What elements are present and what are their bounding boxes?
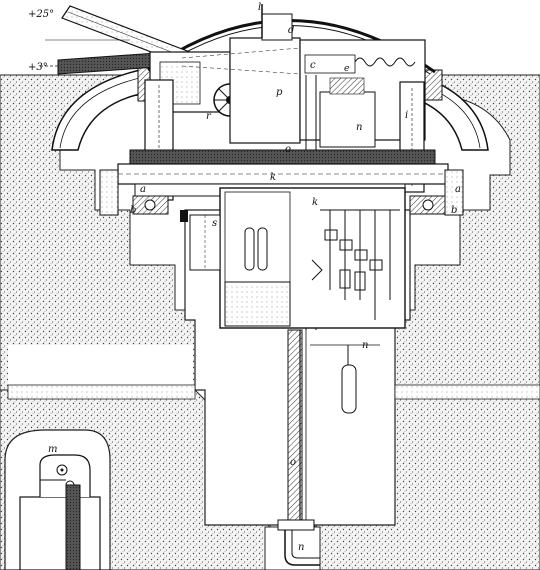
part-label-c: c	[310, 60, 316, 71]
machinery-chamber	[180, 187, 406, 329]
part-labels: l d c e p r i n o k k a a b b s n o m n	[48, 2, 461, 553]
part-label-r: r	[206, 111, 212, 122]
part-label-l: l	[258, 2, 261, 13]
part-label-n-mid: n	[362, 340, 368, 351]
angle-label-upper: +25°	[28, 9, 54, 20]
part-label-p: p	[276, 87, 283, 98]
turntable-deck	[99, 149, 464, 216]
part-label-n-bottom: n	[298, 542, 304, 553]
part-label-o-lower: o	[290, 457, 296, 468]
part-label-i: i	[405, 110, 408, 121]
part-label-m: m	[48, 444, 57, 455]
part-label-e: e	[344, 64, 349, 74]
angle-annotations: +25° +3°	[28, 9, 54, 73]
counterweight	[310, 344, 380, 414]
part-label-a-right: a	[455, 184, 461, 195]
engine-machine	[19, 454, 101, 570]
part-label-k-upper: k	[270, 172, 276, 183]
part-label-b-right: b	[451, 205, 457, 216]
angle-label-lower: +3°	[28, 62, 48, 73]
part-label-n-top: n	[356, 122, 362, 133]
part-label-d: d	[288, 25, 294, 36]
part-label-a-left: a	[140, 184, 146, 195]
part-label-s: s	[212, 218, 217, 229]
part-label-o-top: o	[285, 144, 291, 155]
hoist-column	[277, 329, 320, 566]
part-label-b-left: b	[130, 205, 136, 216]
part-label-k-lower: k	[312, 197, 318, 208]
